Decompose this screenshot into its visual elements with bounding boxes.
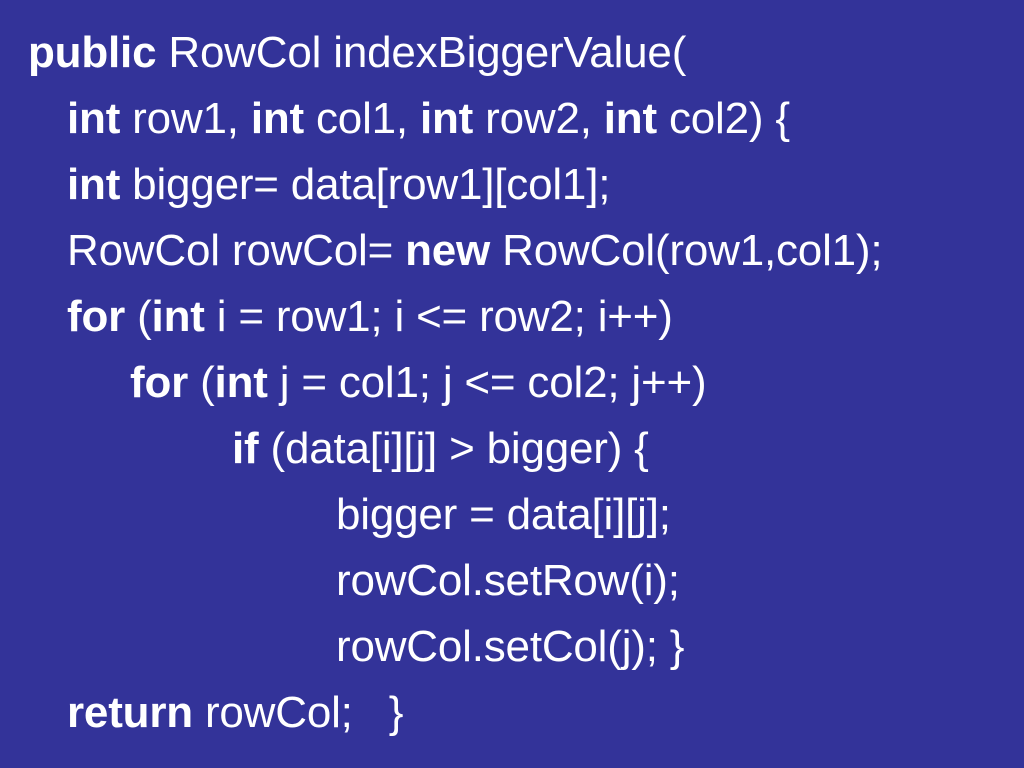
- code-text: (: [188, 358, 215, 407]
- code-keyword: int: [151, 292, 205, 341]
- code-text: row1,: [120, 94, 251, 143]
- code-text: (data[i][j] > bigger) {: [258, 424, 649, 473]
- code-line: for (int i = row1; i <= row2; i++): [0, 284, 1024, 350]
- code-line: int bigger= data[row1][col1];: [0, 152, 1024, 218]
- code-keyword: int: [250, 94, 304, 143]
- code-text: i = row1; i <= row2; i++): [204, 292, 673, 341]
- code-line: for (int j = col1; j <= col2; j++): [0, 350, 1024, 416]
- code-text: rowCol.setCol(j); }: [336, 622, 685, 671]
- code-keyword: return: [67, 688, 193, 737]
- code-text: col1,: [303, 94, 420, 143]
- code-line: int row1, int col1, int row2, int col2) …: [0, 86, 1024, 152]
- code-text: bigger= data[row1][col1];: [120, 160, 611, 209]
- code-text: (: [125, 292, 152, 341]
- code-keyword: int: [214, 358, 268, 407]
- code-keyword: int: [419, 94, 474, 143]
- code-line: RowCol rowCol= new RowCol(row1,col1);: [0, 218, 1024, 284]
- code-keyword: public: [28, 28, 157, 77]
- code-line: if (data[i][j] > bigger) {: [0, 416, 1024, 482]
- code-text: j = col1; j <= col2; j++): [267, 358, 707, 407]
- code-line: rowCol.setCol(j); }: [0, 614, 1024, 680]
- code-line: bigger = data[i][j];: [0, 482, 1024, 548]
- code-block: public RowCol indexBiggerValue(int row1,…: [0, 20, 1024, 746]
- code-line: rowCol.setRow(i);: [0, 548, 1024, 614]
- code-keyword: for: [130, 358, 189, 407]
- code-text: RowCol indexBiggerValue(: [156, 28, 687, 77]
- code-line: return rowCol; }: [0, 680, 1024, 746]
- code-text: bigger = data[i][j];: [336, 490, 671, 539]
- code-text: RowCol rowCol=: [67, 226, 406, 275]
- code-text: col2) {: [656, 94, 790, 143]
- code-keyword: for: [67, 292, 126, 341]
- code-text: rowCol; }: [192, 688, 404, 737]
- code-keyword: new: [405, 226, 491, 275]
- code-keyword: int: [67, 160, 121, 209]
- code-line: public RowCol indexBiggerValue(: [0, 20, 1024, 86]
- code-text: RowCol(row1,col1);: [490, 226, 883, 275]
- code-text: row2,: [473, 94, 604, 143]
- code-keyword: if: [232, 424, 259, 473]
- code-text: rowCol.setRow(i);: [336, 556, 680, 605]
- code-keyword: int: [67, 94, 121, 143]
- code-keyword: int: [603, 94, 657, 143]
